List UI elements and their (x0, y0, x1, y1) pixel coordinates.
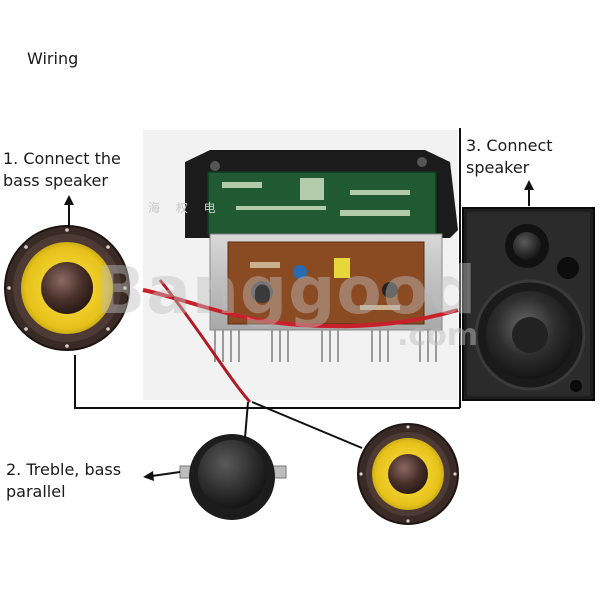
speaker-cabinet (462, 207, 595, 401)
diagram-title: Wiring (27, 49, 79, 68)
arrow-step-1 (64, 195, 74, 228)
tweeter (179, 434, 287, 520)
watermark-side: 海 权 电 (148, 201, 222, 215)
arrow-step-2 (143, 471, 181, 481)
bass-speaker-bottom (357, 423, 459, 525)
step-1-label: 1. Connect the bass speaker (3, 149, 121, 190)
arrow-step-3 (524, 180, 534, 206)
amplifier-board (142, 130, 459, 404)
watermark-main: Banggood (95, 252, 478, 329)
step-2-label: 2. Treble, bass parallel (6, 460, 122, 501)
step-3-label: 3. Connect speaker (466, 136, 553, 177)
wiring-lines (74, 128, 461, 449)
watermark-sub: .com (397, 318, 479, 353)
bass-speaker-left (4, 225, 130, 351)
